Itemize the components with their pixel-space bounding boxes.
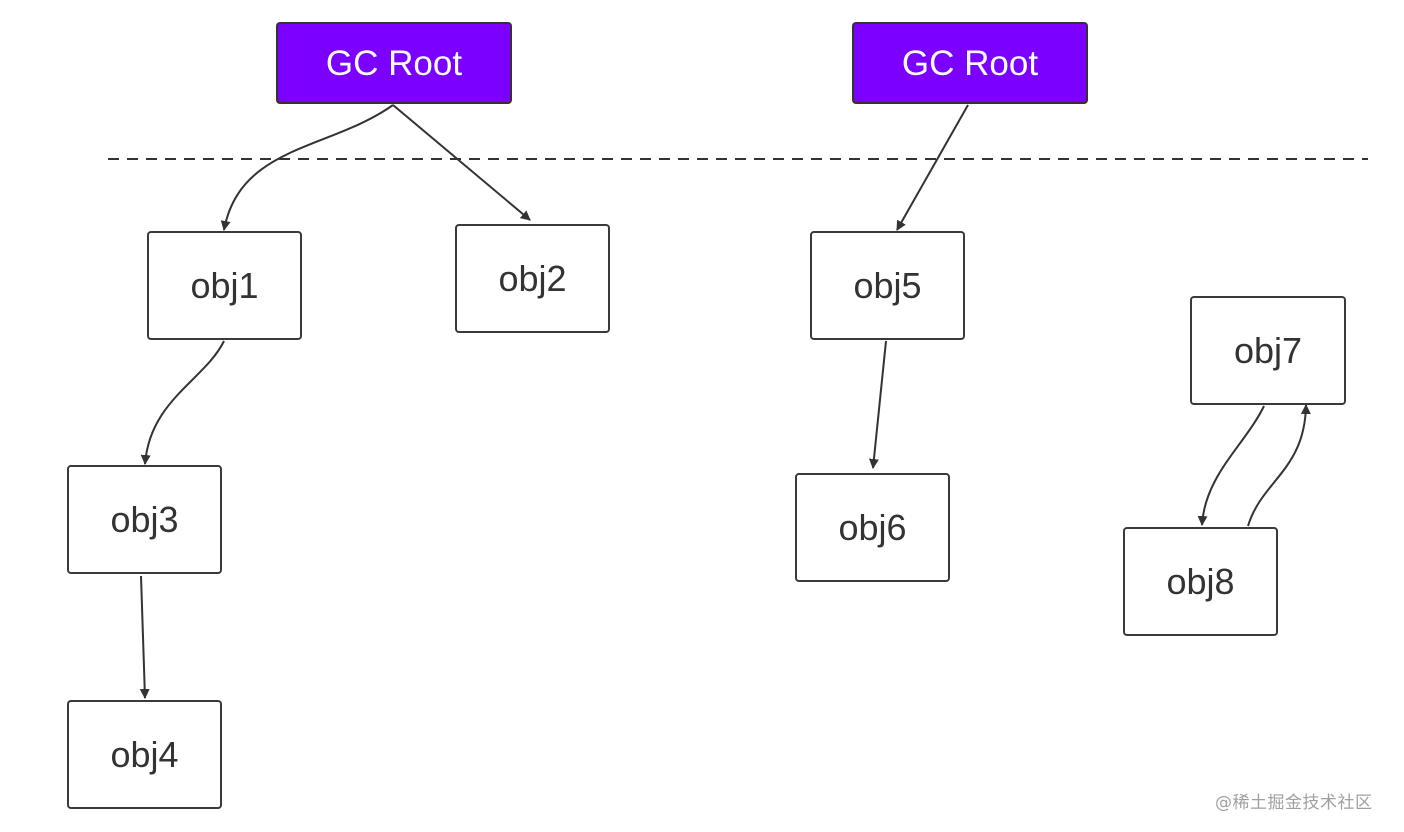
edge-obj1-obj3 — [140, 340, 225, 465]
object-node-obj5: obj5 — [810, 231, 965, 340]
edge-obj8-obj7 — [1247, 404, 1311, 527]
site-watermark: @稀土掘金技术社区 — [1215, 793, 1373, 813]
object-node-obj2: obj2 — [455, 224, 610, 333]
edge-obj7-obj8 — [1197, 405, 1265, 526]
edge-root1-obj2 — [392, 104, 531, 221]
gc-root-right: GC Root — [852, 22, 1088, 104]
gc-root-left: GC Root — [276, 22, 512, 104]
edge-obj3-obj4 — [139, 575, 150, 699]
edge-obj5-obj6 — [868, 340, 887, 469]
edge-root1-obj1 — [220, 104, 394, 231]
edge-root2-obj5 — [896, 104, 969, 231]
object-node-obj4: obj4 — [67, 700, 222, 809]
object-node-obj7: obj7 — [1190, 296, 1346, 405]
object-node-obj1: obj1 — [147, 231, 302, 340]
object-node-obj8: obj8 — [1123, 527, 1278, 636]
object-node-obj3: obj3 — [67, 465, 222, 574]
object-node-obj6: obj6 — [795, 473, 950, 582]
